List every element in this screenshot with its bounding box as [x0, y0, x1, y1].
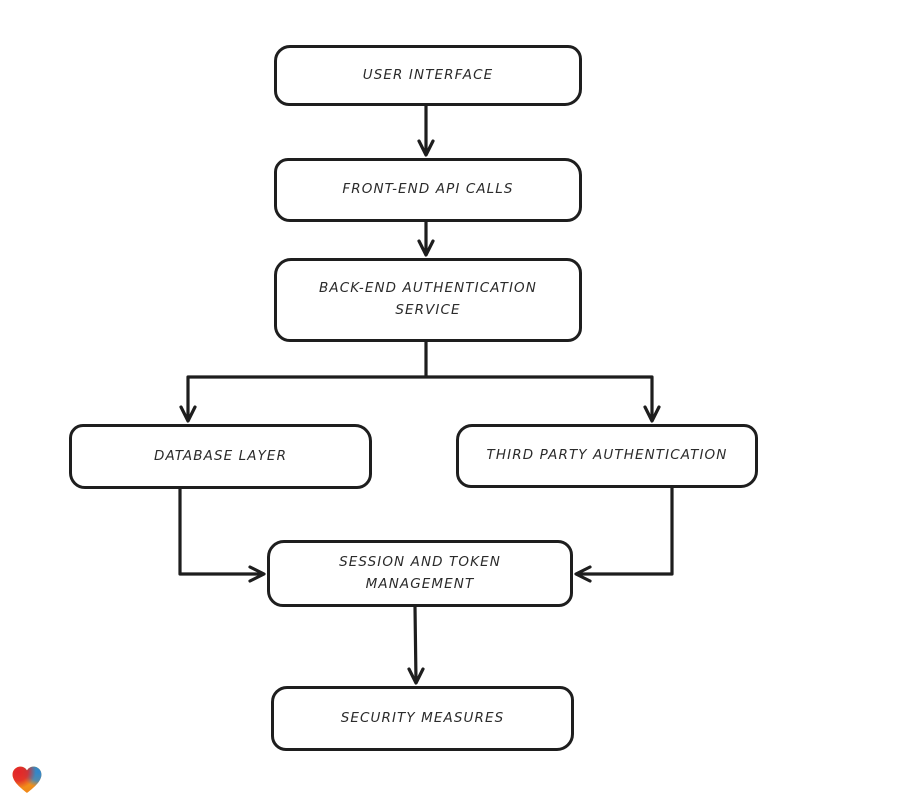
- node-security-measures: SECURITY MEASURES: [271, 686, 574, 751]
- edge-frontend-to-backend-arrowhead: [417, 239, 435, 257]
- edge-database-to-session-arrowhead: [248, 565, 266, 583]
- node-database-layer: DATABASE LAYER: [69, 424, 372, 489]
- node-front-end-api-calls-label: FRONT-END API CALLS: [342, 181, 514, 198]
- node-third-party-authentication: THIRD PARTY AUTHENTICATION: [456, 424, 758, 488]
- node-back-end-authentication-service-label: BACK-END AUTHENTICATION SERVICE: [319, 280, 537, 318]
- edge-ui-to-frontend-arrowhead: [417, 139, 435, 157]
- node-user-interface: USER INTERFACE: [274, 45, 582, 106]
- edge-session-to-security-arrowhead: [407, 667, 425, 685]
- node-front-end-api-calls: FRONT-END API CALLS: [274, 158, 582, 222]
- node-database-layer-label: DATABASE LAYER: [153, 447, 288, 464]
- edge-session-to-security: [413, 605, 418, 683]
- node-session-and-token-management: SESSION AND TOKEN MANAGEMENT: [267, 540, 573, 607]
- edge-backend-branch: [186, 340, 654, 421]
- node-user-interface-label: USER INTERFACE: [362, 66, 494, 83]
- edge-backend-to-database-arrowhead: [179, 405, 197, 423]
- node-security-measures-label: SECURITY MEASURES: [340, 709, 505, 726]
- node-third-party-authentication-label: THIRD PARTY AUTHENTICATION: [486, 447, 728, 464]
- whimsical-heart-logo-icon[interactable]: [10, 764, 44, 796]
- edge-database-to-session: [178, 487, 263, 576]
- edge-backend-to-thirdparty-arrowhead: [643, 405, 661, 423]
- node-back-end-authentication-service: BACK-END AUTHENTICATION SERVICE: [274, 258, 582, 342]
- edge-thirdparty-to-session-arrowhead: [574, 565, 592, 583]
- node-session-and-token-management-label: SESSION AND TOKEN MANAGEMENT: [339, 553, 501, 592]
- edge-thirdparty-to-session: [577, 486, 674, 576]
